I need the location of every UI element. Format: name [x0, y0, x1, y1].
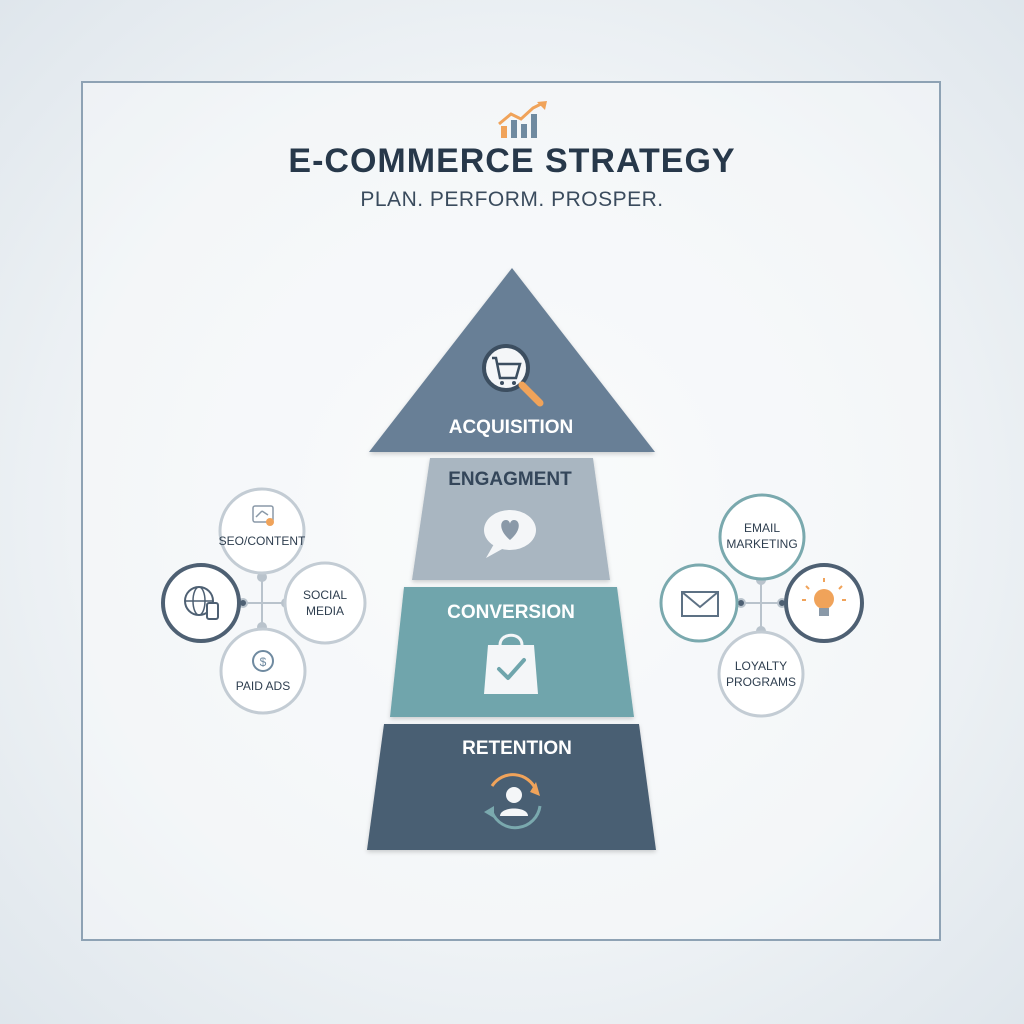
envelope-icon	[681, 591, 719, 617]
left-cluster-connectors	[238, 572, 291, 632]
node-globe[interactable]	[161, 563, 241, 643]
node-email-marketing-label-2: MARKETING	[726, 537, 797, 551]
tier-acquisition-label: ACQUISITION	[449, 417, 574, 438]
node-loyalty-programs-label-2: PROGRAMS	[726, 675, 796, 689]
dollar-coin-icon: $	[252, 650, 274, 672]
node-loyalty-programs[interactable]: LOYALTY PROGRAMS	[717, 630, 805, 718]
node-seo-content[interactable]: SEO/CONTENT	[218, 487, 306, 575]
node-paid-ads-label: PAID ADS	[236, 679, 290, 693]
globe-device-icon	[184, 586, 219, 620]
seo-chart-icon	[252, 505, 274, 526]
tier-conversion-label: CONVERSION	[447, 602, 575, 623]
growth-chart-icon	[498, 101, 547, 138]
page-title: E-COMMERCE STRATEGY	[288, 142, 736, 180]
node-social-media-label-2: MEDIA	[306, 604, 344, 618]
node-social-media-label-1: SOCIAL	[303, 588, 347, 602]
tier-retention-label: RETENTION	[462, 738, 572, 759]
node-lightbulb[interactable]	[784, 563, 864, 643]
node-social-media[interactable]: SOCIAL MEDIA	[283, 561, 367, 645]
page-subtitle: PLAN. PERFORM. PROSPER.	[360, 188, 664, 211]
node-seo-content-label: SEO/CONTENT	[219, 534, 306, 548]
node-email-marketing[interactable]: EMAIL MARKETING	[718, 493, 806, 581]
node-loyalty-programs-label-1: LOYALTY	[735, 659, 787, 673]
shopping-bag-check-icon	[484, 633, 538, 694]
node-envelope[interactable]	[659, 563, 739, 643]
node-paid-ads[interactable]: $ PAID ADS	[219, 627, 307, 715]
tier-conversion[interactable]: CONVERSION	[390, 587, 634, 717]
tier-engagement-label: ENGAGMENT	[448, 469, 572, 490]
node-email-marketing-label-1: EMAIL	[744, 521, 780, 535]
cart-magnifier-icon	[482, 344, 544, 407]
tier-engagement[interactable]: ENGAGMENT	[412, 458, 610, 580]
heart-speech-bubble-icon	[484, 510, 536, 558]
user-cycle-icon	[484, 773, 542, 830]
tier-retention[interactable]: RETENTION	[367, 724, 656, 850]
svg-text:$: $	[260, 655, 267, 669]
right-cluster-connectors	[736, 575, 787, 636]
lightbulb-icon	[802, 578, 846, 616]
tier-acquisition[interactable]: ACQUISITION	[369, 268, 655, 452]
